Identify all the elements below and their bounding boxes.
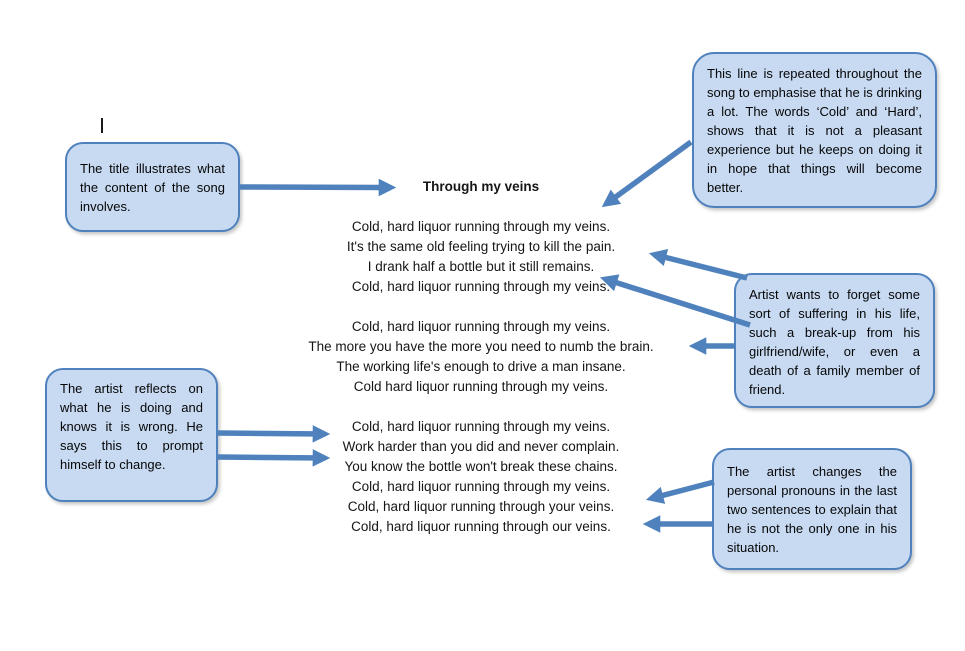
callout-title-note-text: The title illustrates what the content o…	[80, 161, 225, 214]
stanza-1: Cold, hard liquor running through my vei…	[281, 217, 681, 297]
song-title: Through my veins	[422, 179, 540, 194]
stanza-3: Cold, hard liquor running through my vei…	[281, 417, 681, 537]
lyric-line: Cold, hard liquor running through my vei…	[351, 219, 611, 234]
lyric-line: The more you have the more you need to n…	[308, 339, 654, 354]
lyric-line: Cold, hard liquor running through my vei…	[351, 479, 611, 494]
lyric-line: Cold, hard liquor running through my vei…	[351, 419, 611, 434]
lyric-line: Work harder than you did and never compl…	[342, 439, 620, 454]
lyric-line: Cold, hard liquor running through my vei…	[351, 279, 611, 294]
stanza-2: Cold, hard liquor running through my vei…	[281, 317, 681, 397]
lyric-line: Cold, hard liquor running through my vei…	[351, 319, 611, 334]
lyric-line: Cold hard liquor running through my vein…	[353, 379, 609, 394]
callout-pronouns-note-text: The artist changes the personal pronouns…	[727, 464, 897, 555]
callout-pronouns-note[interactable]: The artist changes the personal pronouns…	[712, 448, 912, 570]
callout-repeated-note[interactable]: This line is repeated throughout the son…	[692, 52, 937, 208]
lyric-line: It's the same old feeling trying to kill…	[346, 239, 616, 254]
lyric-line: The working life's enough to drive a man…	[336, 359, 626, 374]
callout-reflects-note[interactable]: The artist reflects on what he is doing …	[45, 368, 218, 502]
callout-title-note[interactable]: The title illustrates what the content o…	[65, 142, 240, 232]
lyric-line: Cold, hard liquor running through our ve…	[351, 519, 611, 534]
callout-forget-note[interactable]: Artist wants to forget some sort of suff…	[734, 273, 935, 408]
callout-forget-note-text: Artist wants to forget some sort of suff…	[749, 287, 920, 397]
text-cursor	[101, 118, 103, 133]
callout-repeated-note-text: This line is repeated throughout the son…	[707, 66, 922, 195]
callout-reflects-note-text: The artist reflects on what he is doing …	[60, 381, 203, 472]
lyric-line: I drank half a bottle but it still remai…	[367, 259, 595, 274]
lyric-line: You know the bottle won't break these ch…	[344, 459, 618, 474]
song-lyrics-block: Through my veins Cold, hard liquor runni…	[281, 177, 681, 557]
lyric-line: Cold, hard liquor running through your v…	[347, 499, 615, 514]
